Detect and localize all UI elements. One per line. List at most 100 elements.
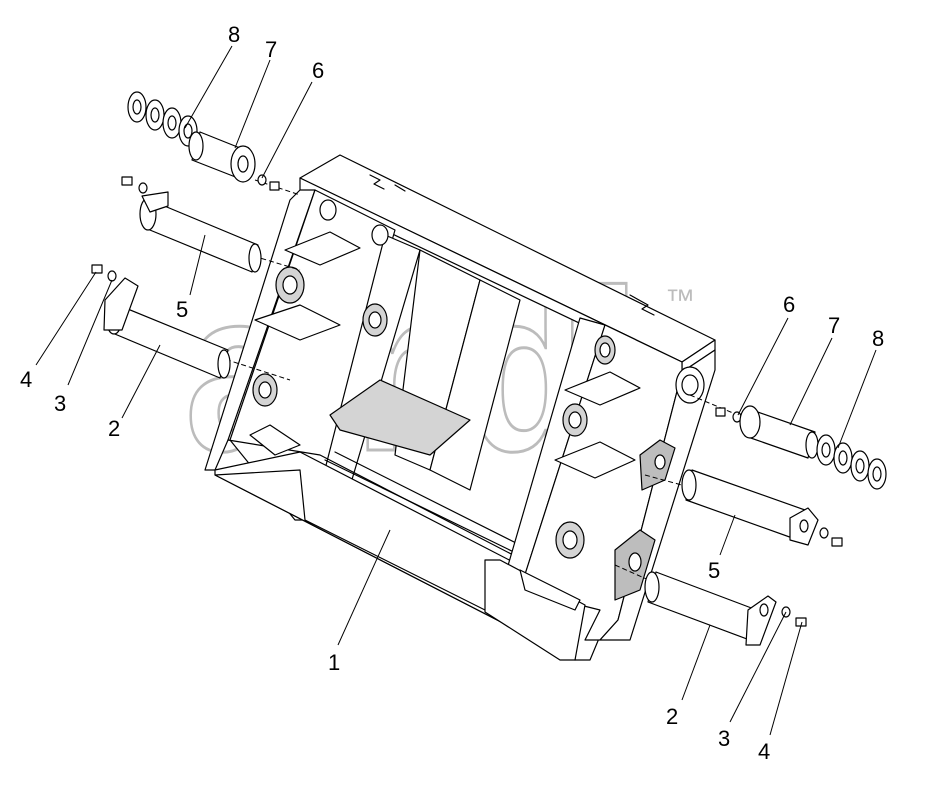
frame-bore-top-left	[319, 199, 337, 221]
bolt-6-left	[269, 181, 280, 191]
shim-r2-hole	[838, 450, 848, 466]
lug-center-top-hole	[368, 311, 382, 329]
frame-bore-right-inner	[681, 374, 699, 396]
leader-4-left	[35, 271, 97, 366]
leader-7-right	[789, 337, 833, 426]
bolt-4-upper-left	[121, 176, 133, 186]
washer-3-left	[107, 270, 117, 282]
main-frame	[204, 154, 716, 661]
leader-5-left	[189, 234, 206, 296]
pin-2-left	[103, 277, 231, 379]
leader-7-left	[234, 59, 271, 149]
shim-2-hole	[150, 107, 160, 123]
callout-4-right: 4	[758, 739, 770, 764]
center-plate	[329, 379, 471, 456]
shims-right	[816, 434, 887, 490]
shim-3-hole	[167, 115, 177, 131]
washer-3-upper-left	[138, 182, 148, 194]
pin-2-plate	[103, 277, 139, 331]
callout-8-right: 8	[872, 326, 884, 351]
callout-6-right: 6	[783, 292, 795, 317]
left-hardware	[91, 91, 280, 379]
lug-left-top-hole	[282, 275, 298, 295]
shelf-right-mid	[564, 371, 641, 406]
top-beam-notches	[369, 174, 655, 316]
lug-right-top-hole	[599, 342, 611, 358]
leader-4-right	[769, 621, 803, 736]
pin-5-left	[139, 191, 262, 273]
watermark-trademark: ™	[665, 284, 695, 317]
pin-2-right-end	[644, 571, 660, 603]
right-side-plate-edge	[599, 349, 716, 641]
pin-5-plate	[141, 191, 169, 213]
callout-1: 1	[328, 650, 340, 675]
pin-7-flange-hole	[237, 155, 249, 173]
pin-2-right-plate	[745, 595, 777, 646]
callout-7-right: 7	[828, 313, 840, 338]
pin-7-end	[188, 131, 204, 161]
leader-6-right	[737, 317, 789, 416]
shim-1-hole	[132, 99, 142, 115]
pin-2-right-body	[647, 571, 763, 643]
lower-rails	[324, 451, 521, 556]
pin-5-tip	[248, 243, 262, 273]
pin-7-right-flange	[739, 405, 761, 439]
shim-r1-hole	[821, 442, 831, 458]
leader-lines	[35, 45, 877, 736]
callout-2-right: 2	[666, 704, 678, 729]
lug-left-low-hole	[258, 381, 272, 399]
leader-6-left	[261, 81, 313, 179]
callout-7-left: 7	[265, 37, 277, 62]
shim-r3-hole	[855, 458, 865, 474]
callout-8-left: 8	[228, 22, 240, 47]
leader-5-right	[719, 514, 736, 556]
shelf-left-low	[249, 424, 301, 456]
leader-8-left	[184, 45, 233, 129]
boss-right-lower-hole	[628, 552, 642, 572]
pin-7-left	[188, 131, 256, 183]
callout-3-right: 3	[718, 726, 730, 751]
callout-4-left: 4	[20, 367, 32, 392]
pin-5-right	[681, 469, 819, 546]
callout-5-left: 5	[176, 297, 188, 322]
pin-7-right	[739, 405, 819, 459]
callout-5-right: 5	[708, 558, 720, 583]
shelf-left-top	[254, 304, 341, 341]
bolt-6-right	[715, 407, 726, 417]
frame-bore-top-center	[371, 224, 389, 246]
base-lip	[519, 569, 581, 611]
bolt-5-right	[831, 537, 843, 547]
centerline-5-right	[644, 474, 701, 491]
leader-2-right	[681, 624, 711, 701]
leader-8-right	[837, 349, 877, 449]
leader-2-left	[121, 344, 161, 419]
bolt-4-left	[91, 264, 103, 274]
shims-left	[127, 91, 198, 147]
shim-r4-hole	[872, 466, 882, 482]
washer-6-left	[257, 174, 267, 186]
pin-2-right	[644, 571, 777, 646]
pin-5-right-end	[681, 469, 697, 501]
pin-2-right-hole	[759, 603, 769, 617]
right-hardware	[644, 405, 887, 646]
lug-right-low-hole	[562, 530, 578, 550]
bottom-right-foot	[484, 559, 586, 661]
pin-5-right-body	[685, 469, 806, 541]
leader-3-right	[729, 611, 787, 723]
lug-right-mid-hole	[568, 411, 582, 429]
pin-7-right-end	[805, 431, 819, 459]
pin-5-right-hole	[799, 519, 809, 533]
washer-5-right	[819, 527, 829, 539]
shim-4-hole	[183, 123, 193, 139]
callout-3-left: 3	[54, 391, 66, 416]
center-web-right	[429, 279, 521, 491]
boss-right-upper-hole	[654, 454, 666, 470]
shelf-right-low	[554, 441, 636, 479]
leader-1	[337, 529, 391, 646]
shelf-left-upper	[284, 231, 361, 266]
callout-2-left: 2	[108, 416, 120, 441]
pin-2-tip	[217, 349, 231, 379]
callout-6-left: 6	[312, 58, 324, 83]
callout-labels: 1 2 3 4 5 6 7 8 2 3 4 5 6 7 8	[20, 22, 884, 764]
